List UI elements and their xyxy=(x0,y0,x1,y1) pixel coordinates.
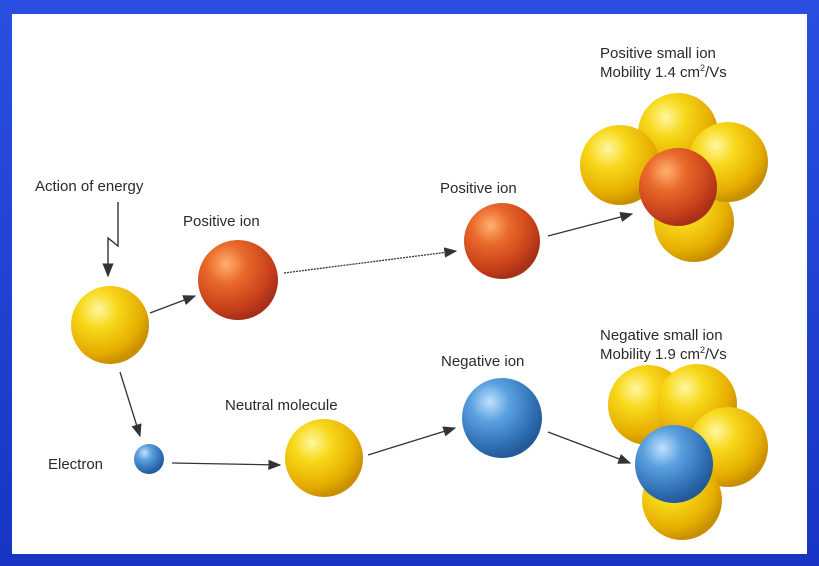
label-positive-small-ion: Positive small ion xyxy=(600,45,716,62)
energy-zigzag-arrow xyxy=(102,202,119,278)
label-negative-ion: Negative ion xyxy=(441,353,525,370)
label-positive-ion-2: Positive ion xyxy=(440,180,517,197)
arrow-molecule-to-electron xyxy=(119,371,142,438)
label-electron: Electron xyxy=(48,456,104,473)
arrow-neutral-to-negative-ion xyxy=(367,426,457,456)
negative-ion-ball xyxy=(462,378,542,458)
label-positive-mobility: Mobility 1.4 cm2/Vs xyxy=(600,63,727,82)
arrow-electron-to-neutral xyxy=(171,459,282,470)
positive-ion-ball-2 xyxy=(464,203,540,279)
arrow-negative-ion-to-cluster xyxy=(547,431,632,464)
label-positive-ion-1: Positive ion xyxy=(183,213,260,230)
negative-small-ion-cluster xyxy=(608,364,768,540)
positive-small-ion-cluster xyxy=(580,93,768,262)
positive-ion-ball-1 xyxy=(198,240,278,320)
electron-ball xyxy=(134,444,164,474)
neutral-molecule-ball xyxy=(285,419,363,497)
arrow-positive-ion-to-cluster xyxy=(547,211,634,237)
arrow-positive-ion-to-positive-ion xyxy=(283,247,458,274)
arrow-molecule-to-positive-ion xyxy=(149,295,197,314)
label-negative-small-ion: Negative small ion xyxy=(600,327,723,344)
label-neutral-molecule: Neutral molecule xyxy=(225,397,338,414)
label-negative-mobility: Mobility 1.9 cm2/Vs xyxy=(600,345,727,364)
neutral-molecule-source xyxy=(71,286,149,364)
label-action-of-energy: Action of energy xyxy=(35,178,144,195)
